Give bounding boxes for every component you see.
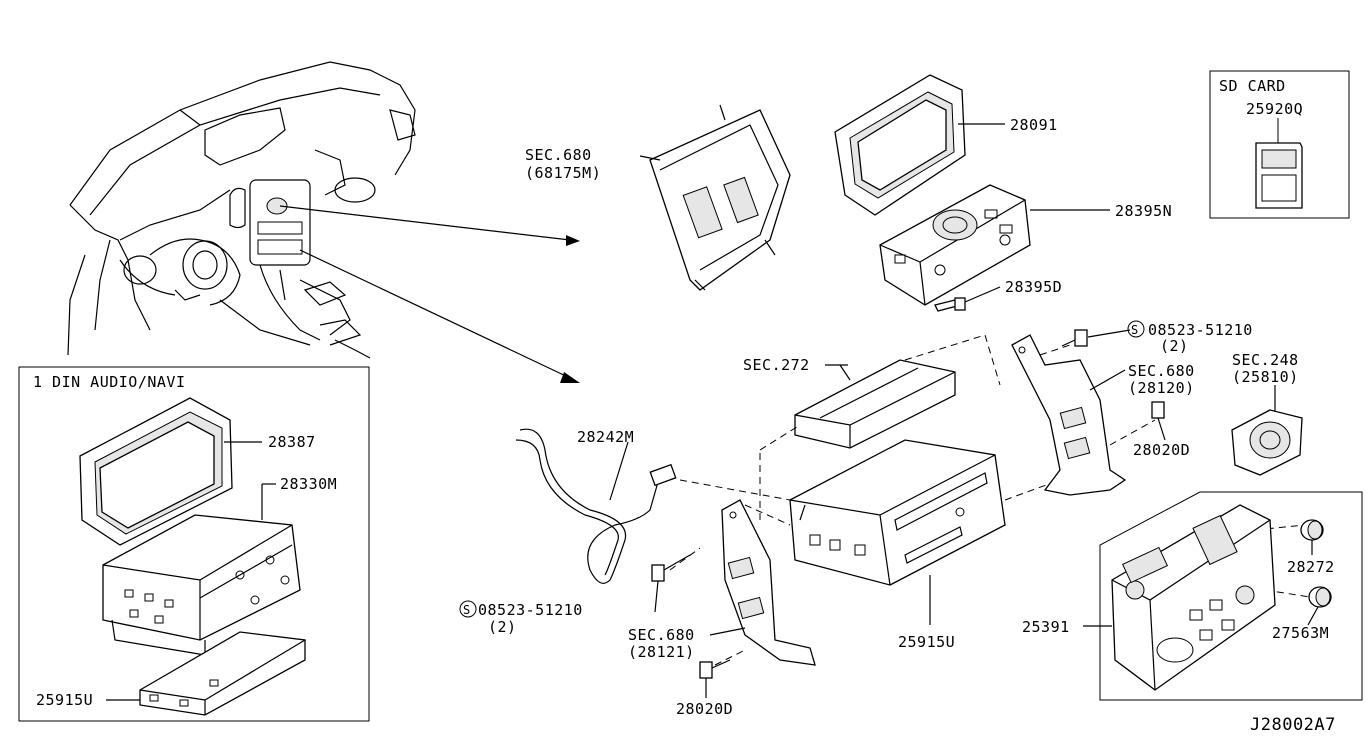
- diagram-code: J28002A7: [1250, 715, 1336, 735]
- label-28020D-bottom: 28020D: [676, 700, 733, 718]
- s-mark-left: S: [463, 603, 471, 617]
- label-28272: 28272: [1287, 558, 1335, 576]
- sd-card-part-number: 25920Q: [1246, 100, 1303, 118]
- main-audio-unit: [789, 439, 1006, 625]
- sd-card-title: SD CARD: [1219, 77, 1286, 95]
- label-sec680-top-sub: (68175M): [525, 164, 601, 182]
- din-inset-title: 1 DIN AUDIO/NAVI: [33, 373, 186, 391]
- sec248-component: [1231, 385, 1303, 476]
- label-sec680-right: SEC.680: [1128, 362, 1195, 380]
- label-28395D: 28395D: [1005, 278, 1062, 296]
- climate-panel-inset: [1083, 491, 1363, 701]
- label-sec272: SEC.272: [743, 356, 810, 374]
- label-sec248: SEC.248: [1232, 351, 1299, 369]
- wire-harness: [515, 428, 677, 584]
- label-sec680-right-sub: (28120): [1128, 379, 1195, 397]
- dashboard-illustration: [67, 61, 416, 359]
- label-sec680-left-sub: (28121): [628, 643, 695, 661]
- label-08523-left-qty: (2): [488, 618, 517, 636]
- label-08523-left: 08523-51210: [478, 601, 583, 619]
- label-25391: 25391: [1022, 618, 1070, 636]
- label-sec248-sub: (25810): [1232, 368, 1299, 386]
- right-bracket: [1011, 329, 1166, 496]
- label-28020D-right: 28020D: [1133, 441, 1190, 459]
- label-28330M: 28330M: [280, 475, 337, 493]
- left-bracket: [651, 499, 816, 698]
- top-bracket: [639, 104, 791, 291]
- label-sec680-left: SEC.680: [628, 626, 695, 644]
- label-08523-top: 08523-51210: [1148, 321, 1253, 339]
- label-08523-top-qty: (2): [1160, 337, 1189, 355]
- label-28395N: 28395N: [1115, 202, 1172, 220]
- label-sec680-top: SEC.680: [525, 146, 592, 164]
- sec272-module: [794, 359, 956, 449]
- label-28242M: 28242M: [577, 428, 634, 446]
- s-markers: S S: [459, 320, 1145, 618]
- label-28091: 28091: [1010, 116, 1058, 134]
- s-mark-top: S: [1131, 323, 1139, 337]
- label-28387: 28387: [268, 433, 316, 451]
- sd-card-inset: SD CARD 25920Q: [1209, 70, 1350, 219]
- callout-arrows: [279, 205, 580, 383]
- label-27563M: 27563M: [1272, 624, 1329, 642]
- part-labels: SEC.680 (68175M) 28091 28395N 28395D 085…: [36, 116, 1336, 735]
- din-audio-inset: 1 DIN AUDIO/NAVI: [18, 366, 370, 722]
- display-assembly: [834, 74, 1005, 216]
- label-25915U-center: 25915U: [898, 633, 955, 651]
- label-25915U-left: 25915U: [36, 691, 93, 709]
- control-panel-assembly: [879, 184, 1110, 312]
